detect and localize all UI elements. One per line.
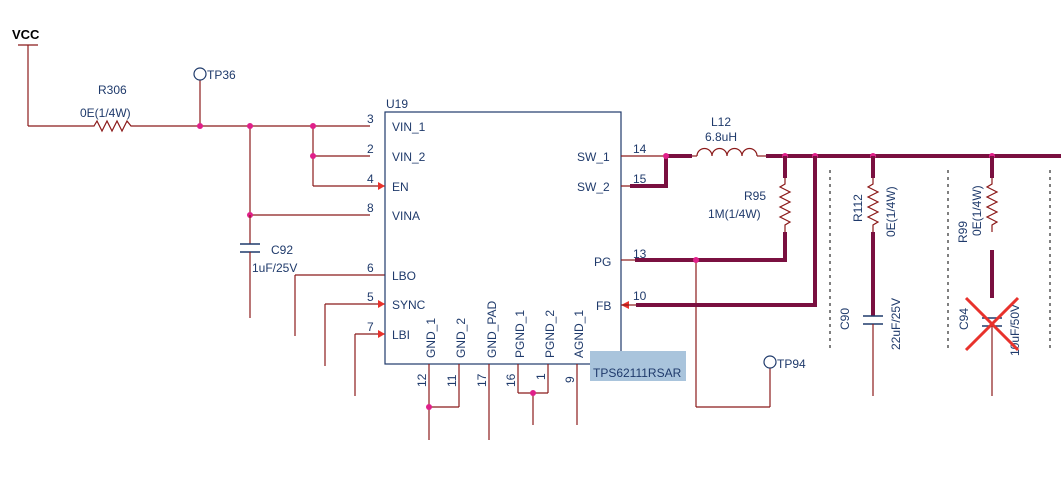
pin-number: 12: [415, 373, 429, 387]
pin-number: 5: [367, 290, 374, 304]
r306-ref: R306: [98, 83, 127, 97]
r99-ref: R99: [956, 221, 970, 243]
pin-name-gndpad: GND_PAD: [485, 301, 499, 358]
pin-name-sw1: SW_1: [577, 150, 610, 164]
r95-value: 1M(1/4W): [708, 207, 761, 221]
ground-icon: [478, 440, 500, 452]
tp36-icon: [193, 67, 207, 81]
ground-icon: [981, 396, 1003, 408]
r99-value: 0E(1/4W): [970, 185, 984, 236]
u19-refdes: U19: [386, 97, 408, 111]
ground-icon: [862, 396, 884, 408]
pin-name-pg: PG: [594, 255, 611, 269]
pin-name-pgnd1: PGND_1: [513, 310, 527, 358]
vcc-label: VCC: [12, 27, 40, 42]
pin-number: 3: [367, 112, 374, 126]
pg-net: [621, 257, 787, 408]
c92-value: 1uF/25V: [252, 261, 297, 275]
ground-icon: [239, 318, 261, 330]
l12-value: 6.8uH: [705, 130, 737, 144]
l12-ref: L12: [711, 115, 731, 129]
part-number-highlight: [590, 351, 686, 381]
resistor-r99[interactable]: R99 0E(1/4W): [956, 156, 999, 298]
c90-ref: C90: [838, 308, 852, 330]
resistor-r112[interactable]: R112 0E(1/4W): [851, 156, 898, 316]
pin-name-fb: FB: [596, 299, 611, 313]
pin-name-vin1: VIN_1: [392, 120, 426, 134]
pin-number: 11: [445, 374, 459, 387]
pin-name-lbi: LBI: [392, 328, 410, 342]
vcc-power-symbol: VCC: [12, 27, 40, 126]
ground-icon: [418, 440, 440, 452]
r306-value: 0E(1/4W): [80, 106, 131, 120]
pin-name-lbo: LBO: [392, 269, 416, 283]
ground-icon: [566, 425, 588, 437]
part-number: TPS62111RSAR: [593, 366, 682, 380]
pin-name-gnd1: GND_1: [424, 318, 438, 358]
pin-name-sync: SYNC: [392, 298, 426, 312]
output-bus: [766, 153, 1061, 159]
ground-icon: [284, 336, 306, 348]
dashed-separators: [829, 170, 1051, 350]
tp94-label: TP94: [777, 357, 806, 371]
pin-name-vin2: VIN_2: [392, 150, 426, 164]
resistor-r306[interactable]: R306 0E(1/4W): [80, 83, 136, 133]
sync-net: [314, 303, 385, 378]
fb-net: [621, 156, 817, 307]
input-arrow-icon: [378, 182, 385, 190]
capacitor-c90[interactable]: C90 22uF/25V: [838, 298, 903, 408]
ground-icon: [314, 366, 336, 378]
pin-number: 17: [475, 373, 489, 387]
test-point-tp36[interactable]: TP36: [193, 67, 236, 82]
inductor-l12[interactable]: L12 6.8uH: [692, 115, 768, 157]
c92-ref: C92: [271, 243, 293, 257]
pin-number: 16: [504, 373, 518, 387]
pin-number: 9: [563, 376, 577, 383]
ic-u19[interactable]: U19 3 2 4 8 6 5 7 VIN_1 VIN_2 EN VINA LB…: [367, 97, 686, 387]
tp36-label: TP36: [207, 68, 236, 82]
resistor-r95[interactable]: R95 1M(1/4W): [708, 156, 792, 260]
switch-node: [621, 153, 692, 188]
vin-net: [28, 80, 385, 218]
pin-number: 6: [367, 261, 374, 275]
dnp-cross-icon: [964, 296, 1020, 352]
test-point-tp94[interactable]: TP94: [763, 355, 806, 371]
capacitor-c92[interactable]: C92 1uF/25V: [239, 215, 297, 330]
ic-body: [384, 111, 622, 365]
tp94-icon: [763, 355, 777, 369]
input-arrow-icon: [378, 330, 385, 338]
pin-number: 7: [367, 320, 374, 334]
pin-number: 1: [534, 373, 548, 380]
pin-number: 10: [633, 289, 647, 303]
pin-number: 13: [633, 247, 647, 261]
pin-number: 15: [633, 172, 647, 186]
c94-ref: C94: [957, 308, 971, 330]
input-arrow-icon: [378, 300, 385, 308]
lbi-net: [344, 333, 385, 408]
pin-name-en: EN: [392, 180, 409, 194]
pin-number: 2: [367, 142, 374, 156]
ic-ground-wiring: [418, 364, 588, 452]
pin-name-gnd2: GND_2: [454, 318, 468, 358]
pin-name-sw2: SW_2: [577, 180, 610, 194]
pin-number: 4: [367, 172, 374, 186]
pin-name-vina: VINA: [392, 209, 420, 223]
r112-value: 0E(1/4W): [884, 186, 898, 237]
ground-icon: [344, 396, 366, 408]
pin-number: 8: [367, 201, 374, 215]
pin-name-pgnd2: PGND_2: [543, 310, 557, 358]
lbo-net: [284, 274, 385, 348]
c90-value: 22uF/25V: [889, 298, 903, 350]
capacitor-c94-dnp[interactable]: C94 10uF/50V: [957, 296, 1022, 408]
pin-number: 14: [633, 142, 647, 156]
pin-name-agnd1: AGND_1: [572, 310, 586, 358]
ground-icon: [522, 425, 544, 437]
r112-ref: R112: [851, 194, 865, 222]
r95-ref: R95: [744, 189, 766, 203]
